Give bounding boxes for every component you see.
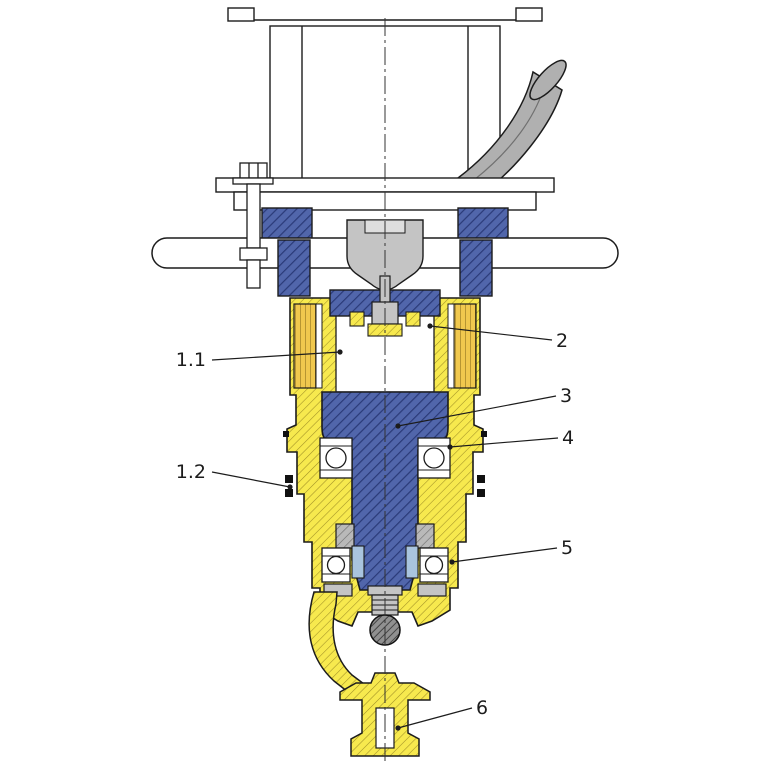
- leader-dot-1-2: [287, 484, 293, 490]
- leader-1-2: [211, 471, 291, 488]
- bolt-head: [239, 162, 268, 179]
- bolt-collar: [239, 247, 268, 261]
- leader-6: [397, 707, 473, 729]
- leader-4: [449, 437, 559, 448]
- o-ring-right-2: [477, 489, 485, 497]
- coil-gap-left: [315, 303, 323, 389]
- part-label-5: 5: [561, 537, 573, 559]
- o-ring-seals: [283, 431, 487, 497]
- leader-1-1: [211, 351, 341, 361]
- bearing-ball-upper-right: [423, 447, 445, 469]
- leader-dot-3: [395, 423, 401, 429]
- bearing-ball-lower-left: [326, 555, 346, 575]
- top-bolt-right: [515, 7, 543, 22]
- o-ring-left-1: [285, 475, 293, 483]
- bearing-ball-upper-left: [325, 447, 347, 469]
- sleeve-lightblue-right: [405, 545, 419, 579]
- spacer-gray-left: [335, 523, 355, 549]
- housing-column-blue-right: [459, 239, 493, 297]
- housing-column-blue-left: [277, 239, 311, 297]
- cap-block-right: [405, 311, 421, 327]
- part-label-4: 4: [562, 427, 574, 449]
- bearing-ball-lower-right: [424, 555, 444, 575]
- stator-coil-left: [293, 303, 317, 389]
- leader-dot-4: [447, 444, 453, 450]
- part-label-1-1: 1.1: [176, 349, 206, 371]
- part-label-2: 2: [556, 330, 568, 352]
- flange-seal-left: [283, 431, 289, 437]
- leader-5: [451, 547, 558, 563]
- housing-flange-blue-right: [457, 207, 509, 241]
- leader-dot-2: [427, 323, 433, 329]
- top-bolt-left: [227, 7, 255, 22]
- leader-2: [429, 325, 553, 341]
- lower-bearings: [321, 547, 449, 583]
- leader-lines: [211, 325, 559, 729]
- leader-dot-5: [449, 559, 455, 565]
- leader-dot-6: [395, 725, 401, 731]
- leader-dots: [287, 323, 455, 731]
- sleeve-lightblue-left: [351, 545, 365, 579]
- coil-gap-right: [447, 303, 455, 389]
- stator-coil-right: [453, 303, 477, 389]
- o-ring-left-2: [285, 489, 293, 497]
- cap-block-left: [349, 311, 365, 327]
- bearing-cover-right: [417, 583, 447, 597]
- flange-seal-right: [481, 431, 487, 437]
- leader-dot-1-1: [337, 349, 343, 355]
- bolt-shaft: [246, 183, 261, 249]
- o-ring-right-1: [477, 475, 485, 483]
- mounting-bolt: [232, 162, 274, 289]
- bolt-washer: [232, 177, 274, 185]
- part-label-6: 6: [476, 697, 488, 719]
- bolt-tip: [246, 259, 261, 289]
- spacer-gray-right: [415, 523, 435, 549]
- part-label-3: 3: [560, 385, 572, 407]
- housing-flange-blue-left: [261, 207, 313, 241]
- part-label-1-2: 1.2: [176, 461, 206, 483]
- leader-3: [397, 395, 557, 427]
- pipe-flange: [529, 59, 567, 101]
- upper-bearings: [319, 437, 451, 479]
